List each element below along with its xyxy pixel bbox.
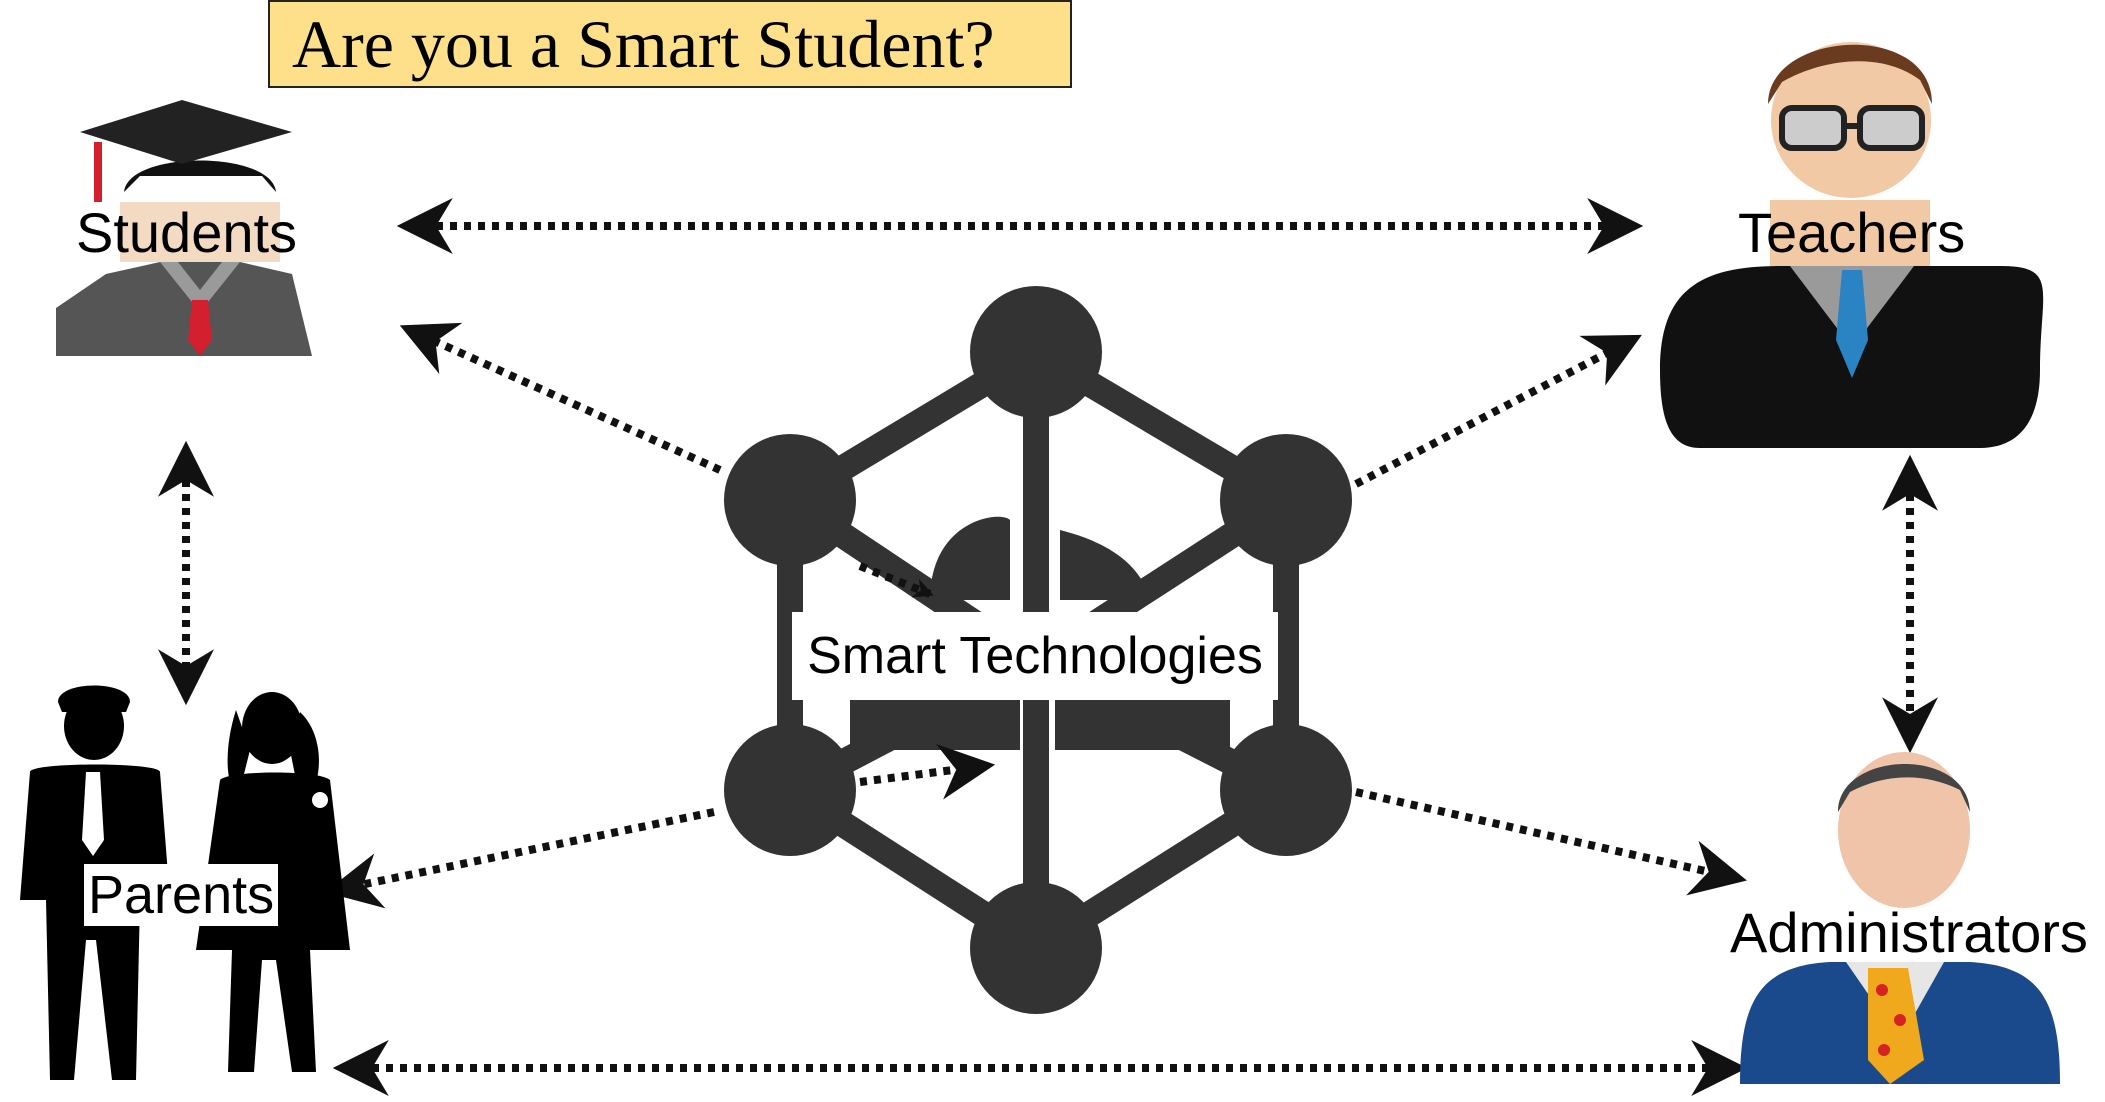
network-hub-icon [724,286,1352,1014]
arrow-hub-students [399,322,722,474]
students-label: Students [76,201,298,264]
teachers-label: Teachers [1738,201,1966,264]
arrow-hub-administrators [1355,788,1747,896]
teacher-icon [1660,42,2044,448]
smart-technologies-label: Smart Technologies [792,612,1278,700]
graduate-icon [56,100,312,356]
arrow-hub-parents [325,808,715,909]
arrow-inner-bottom [859,743,996,800]
parents-label: Parents [84,864,279,926]
arrow-inner-top [858,562,934,598]
diagram-title: Are you a Smart Student? [268,0,1072,88]
arrow-hub-teachers [1354,334,1642,488]
administrators-label: Administrators [1730,901,2088,964]
administrator-icon [1740,752,2060,1084]
